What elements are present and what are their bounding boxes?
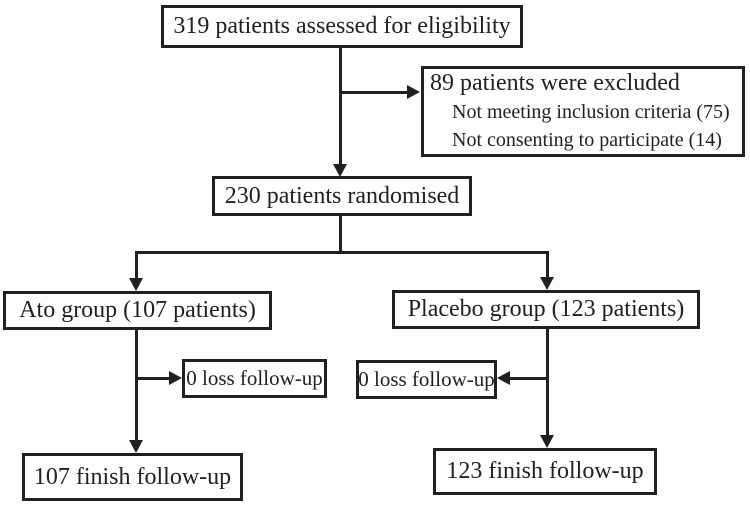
node-eligibility: 319 patients assessed for eligibility [161, 5, 523, 48]
connector-excluded-branch-line [339, 91, 409, 94]
node-placebo-group: Placebo group (123 patients) [392, 290, 700, 329]
connector-randomised-down-line [339, 215, 342, 254]
node-randomised: 230 patients randomised [212, 176, 472, 216]
node-eligibility-label: 319 patients assessed for eligibility [173, 13, 511, 40]
connector-right-branch-line [546, 251, 549, 278]
arrowhead-to-excluded [407, 85, 420, 99]
node-ato-group-label: Ato group (107 patients) [19, 297, 256, 324]
node-placebo-loss: 0 loss follow-up [356, 360, 497, 399]
node-excluded-reason-1: Not meeting inclusion criteria (75) [452, 100, 730, 123]
node-excluded-reason-2: Not consenting to participate (14) [452, 128, 722, 151]
node-ato-loss: 0 loss follow-up [182, 359, 327, 398]
arrowhead-to-ato-finish [129, 440, 143, 453]
connector-placebo-loss-branch-line [509, 377, 549, 380]
arrowhead-to-randomised [333, 164, 347, 177]
node-placebo-loss-label: 0 loss follow-up [358, 366, 495, 391]
connector-ato-down-line [135, 330, 138, 441]
node-placebo-group-label: Placebo group (123 patients) [407, 296, 685, 323]
node-excluded: 89 patients were excluded Not meeting in… [421, 66, 745, 157]
arrowhead-to-placebo-loss [497, 371, 510, 385]
connector-ato-loss-branch-line [135, 377, 171, 380]
node-ato-finish: 107 finish follow-up [22, 453, 243, 501]
arrowhead-to-ato-loss [169, 371, 182, 385]
node-ato-loss-label: 0 loss follow-up [186, 365, 323, 390]
node-ato-group: Ato group (107 patients) [3, 291, 272, 330]
connector-left-branch-line [135, 251, 138, 279]
node-ato-finish-label: 107 finish follow-up [33, 463, 232, 490]
arrowhead-to-placebo-group [540, 277, 554, 290]
connector-split-horizontal-line [135, 251, 549, 254]
node-placebo-finish: 123 finish follow-up [433, 448, 657, 495]
arrowhead-to-placebo-finish [540, 435, 554, 448]
arrowhead-to-ato-group [129, 278, 143, 291]
node-randomised-label: 230 patients randomised [224, 182, 460, 209]
connector-eligibility-down-line [339, 47, 342, 165]
node-placebo-finish-label: 123 finish follow-up [446, 458, 644, 485]
node-excluded-title: 89 patients were excluded [430, 70, 680, 97]
connector-placebo-down-line [546, 329, 549, 436]
